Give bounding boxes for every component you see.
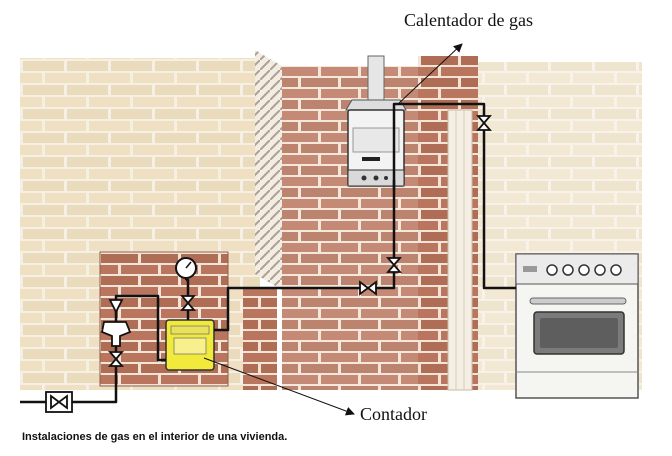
valve-icon bbox=[45, 115, 492, 413]
water-heater-icon bbox=[347, 109, 405, 187]
heater-label: Calentador de gas bbox=[404, 10, 533, 30]
meter-label: Contador bbox=[360, 404, 427, 424]
walls bbox=[20, 50, 642, 391]
gas-pipes bbox=[20, 102, 516, 404]
stove-icon bbox=[515, 253, 639, 399]
pressure-gauge-icon bbox=[175, 257, 197, 280]
pressure-regulator-icon bbox=[100, 321, 132, 347]
brick-pillar-left bbox=[243, 288, 277, 390]
hatched-wall-edge bbox=[255, 50, 282, 290]
heater-flue bbox=[345, 55, 407, 111]
caption: Instalaciones de gas en el interior de u… bbox=[22, 431, 287, 443]
leader-lines bbox=[203, 43, 463, 416]
column-recess bbox=[447, 109, 473, 391]
gas-meter-icon bbox=[165, 319, 215, 371]
